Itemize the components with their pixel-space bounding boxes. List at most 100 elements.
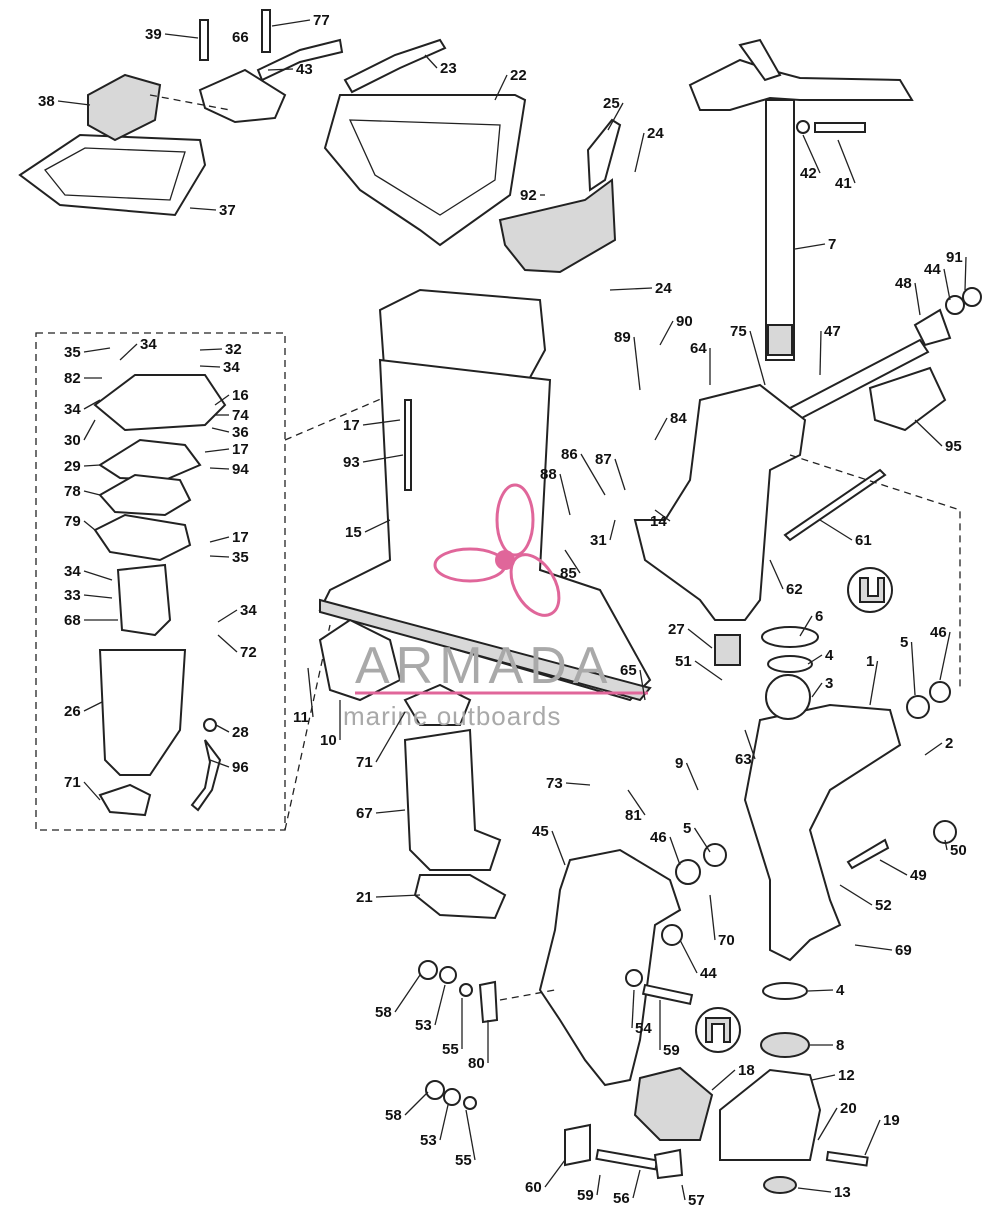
- bracket-1: [743, 703, 902, 962]
- leader-87: [614, 458, 626, 491]
- callout-51: 51: [675, 653, 692, 670]
- callout-1: 1: [866, 653, 874, 670]
- leader-30: [83, 419, 96, 441]
- leader-73: [565, 782, 591, 786]
- callout-61: 61: [855, 532, 872, 549]
- callout-63: 63: [735, 751, 752, 768]
- leader-43: [267, 68, 294, 71]
- washer-6: [761, 626, 819, 648]
- leader-63: [744, 729, 756, 760]
- bushing-58-top: [418, 960, 438, 980]
- callout-55: 55: [442, 1041, 459, 1058]
- washer-4-top: [767, 655, 813, 673]
- leader-96: [209, 759, 230, 768]
- leader-39: [164, 33, 199, 39]
- callout-91: 91: [946, 249, 963, 266]
- leader-26: [83, 701, 103, 712]
- leader-95: [914, 419, 943, 447]
- leader-90: [659, 320, 674, 346]
- leader-61: [819, 519, 853, 541]
- callout-30: 30: [64, 432, 81, 449]
- leader-35: [209, 555, 230, 558]
- leader-34: [199, 365, 221, 368]
- callout-20: 20: [840, 1100, 857, 1117]
- swivel-bracket-64: [633, 383, 807, 621]
- callout-90: 90: [676, 313, 693, 330]
- callout-34: 34: [223, 359, 240, 376]
- callout-17: 17: [232, 441, 249, 458]
- leader-31: [609, 519, 616, 541]
- leader-70: [709, 894, 716, 941]
- leader-50: [944, 839, 948, 851]
- leader-12: [811, 1074, 836, 1081]
- pack-38: [87, 73, 162, 142]
- callout-17: 17: [232, 529, 249, 546]
- leader-75: [749, 330, 766, 386]
- callout-53: 53: [420, 1132, 437, 1149]
- washer-4-bottom: [762, 982, 808, 1000]
- leader-1: [869, 660, 879, 706]
- callout-54: 54: [635, 1020, 652, 1037]
- callout-78: 78: [64, 483, 81, 500]
- leader-19: [864, 1119, 881, 1156]
- callout-67: 67: [356, 805, 373, 822]
- leader-71: [375, 711, 406, 763]
- leader-69: [854, 944, 893, 951]
- housing-12: [719, 1068, 822, 1161]
- leader-54: [631, 989, 635, 1029]
- nut-44-top: [945, 295, 965, 315]
- callout-55: 55: [455, 1152, 472, 1169]
- leader-45: [551, 830, 566, 866]
- callout-17: 17: [343, 417, 360, 434]
- watermark-propeller-blade: [509, 553, 561, 617]
- lower-cowl-group: [323, 38, 622, 274]
- callout-60: 60: [525, 1179, 542, 1196]
- callout-71: 71: [356, 754, 373, 771]
- leader-33: [83, 594, 113, 599]
- callout-16: 16: [232, 387, 249, 404]
- leader-28: [215, 724, 230, 733]
- callout-3: 3: [825, 675, 833, 692]
- inset-connector-lines: [284, 394, 391, 831]
- callout-24: 24: [647, 125, 664, 142]
- leader-46: [939, 631, 951, 681]
- tilt-tube-group: [783, 287, 982, 542]
- leader-88: [559, 473, 571, 516]
- callout-66: 66: [232, 29, 249, 46]
- leader-17: [209, 536, 230, 543]
- leader-53: [439, 1104, 449, 1141]
- leader-15: [364, 519, 391, 533]
- bolt-41: [814, 122, 866, 133]
- callout-57: 57: [688, 1192, 705, 1209]
- leader-60: [544, 1159, 566, 1188]
- gasket-37-inner: [44, 147, 186, 201]
- callout-85: 85: [560, 565, 577, 582]
- callout-11: 11: [293, 709, 309, 726]
- callout-13: 13: [834, 1184, 851, 1201]
- callout-21: 21: [356, 889, 373, 906]
- callout-81: 81: [625, 807, 642, 824]
- plate-60: [564, 1123, 591, 1167]
- callout-6: 6: [815, 608, 823, 625]
- callout-29: 29: [64, 458, 81, 475]
- dash-38-66: [149, 94, 231, 111]
- callout-5: 5: [900, 634, 908, 651]
- callout-37: 37: [219, 202, 236, 219]
- exhaust-housing-group: [318, 288, 652, 702]
- leader-58: [394, 974, 421, 1013]
- leader-35: [83, 347, 111, 353]
- callout-45: 45: [532, 823, 549, 840]
- leader-5: [910, 641, 916, 696]
- leader-84: [654, 417, 668, 441]
- watermark-logo: ARMADA marine outboards: [343, 483, 648, 731]
- callout-59: 59: [663, 1042, 680, 1059]
- leader-48: [914, 282, 921, 316]
- leader-34: [119, 343, 138, 361]
- clip-56: [653, 1148, 684, 1180]
- leader-3: [811, 682, 823, 698]
- bracket-25-arm: [586, 118, 622, 192]
- cowl-22: [323, 94, 527, 247]
- callout-34: 34: [64, 401, 81, 418]
- callout-5: 5: [683, 820, 691, 837]
- leader-52: [839, 884, 873, 906]
